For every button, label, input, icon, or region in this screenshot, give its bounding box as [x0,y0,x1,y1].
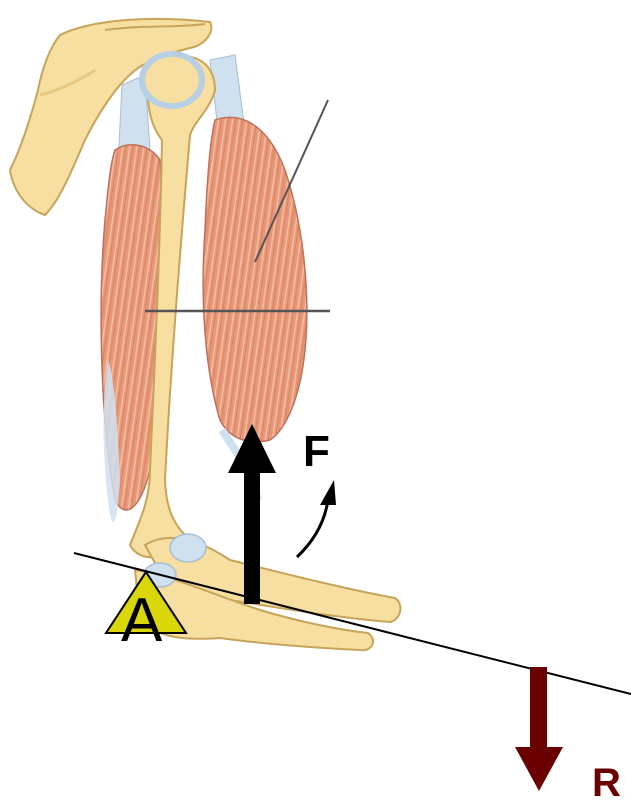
curved-arrow-icon [297,480,336,557]
effort-label: F [303,430,330,474]
arrow-down-icon [515,667,563,791]
fulcrum-label: A [121,590,162,652]
resistance-label: R [592,763,621,803]
